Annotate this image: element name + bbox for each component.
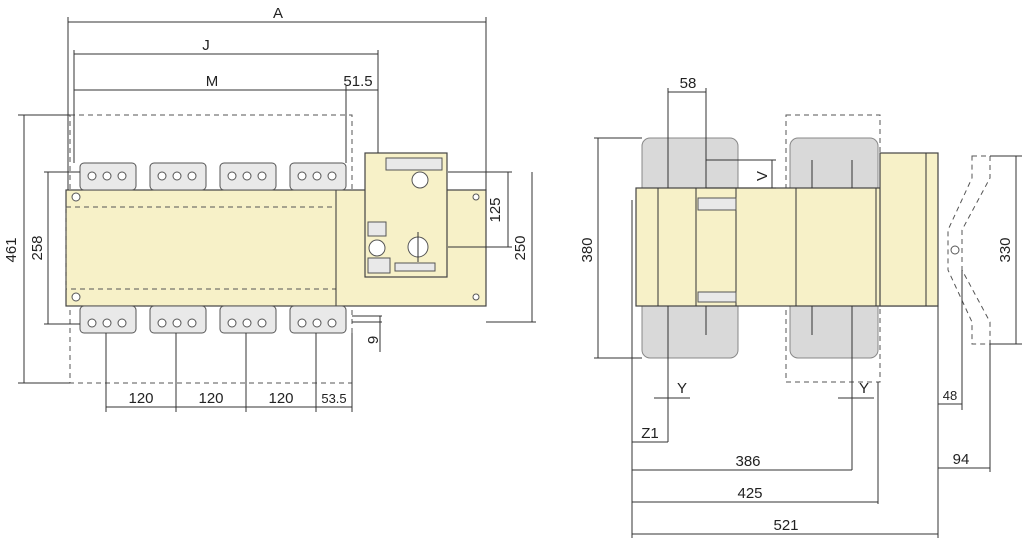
- dim-pitch-2: 120: [198, 390, 223, 407]
- dim-J: J: [202, 37, 210, 54]
- dim-A: A: [273, 5, 283, 22]
- dim-125: 125: [487, 197, 504, 222]
- dim-425: 425: [737, 485, 762, 502]
- dim-53-5: 53.5: [321, 391, 346, 406]
- operating-mechanism: [364, 152, 448, 278]
- bottom-terminals: [79, 305, 347, 334]
- dim-Y-left: Y: [677, 380, 687, 397]
- dim-pitch-3: 120: [268, 390, 293, 407]
- dim-pitch-1: 120: [128, 390, 153, 407]
- dim-Z1: Z1: [641, 425, 659, 442]
- dim-521: 521: [773, 517, 798, 534]
- dim-250: 250: [512, 235, 529, 260]
- top-terminals: [79, 162, 347, 191]
- dim-Y-right: Y: [859, 380, 869, 397]
- dim-48: 48: [943, 388, 957, 403]
- dim-V: V: [754, 171, 771, 181]
- dim-M: M: [206, 73, 219, 90]
- dim-9: 9: [365, 336, 382, 344]
- dim-461: 461: [3, 237, 20, 262]
- side-view: 58 V 380 330 Y Y Z1 48 386: [579, 75, 1022, 538]
- front-view: A J M 51.5 461 258 125 250 9: [3, 5, 536, 412]
- dim-58: 58: [680, 75, 697, 92]
- dim-330: 330: [997, 237, 1014, 262]
- dim-94: 94: [953, 451, 970, 468]
- dim-380: 380: [579, 237, 596, 262]
- dim-386: 386: [735, 453, 760, 470]
- dim-258: 258: [29, 235, 46, 260]
- dim-51-5: 51.5: [343, 73, 372, 90]
